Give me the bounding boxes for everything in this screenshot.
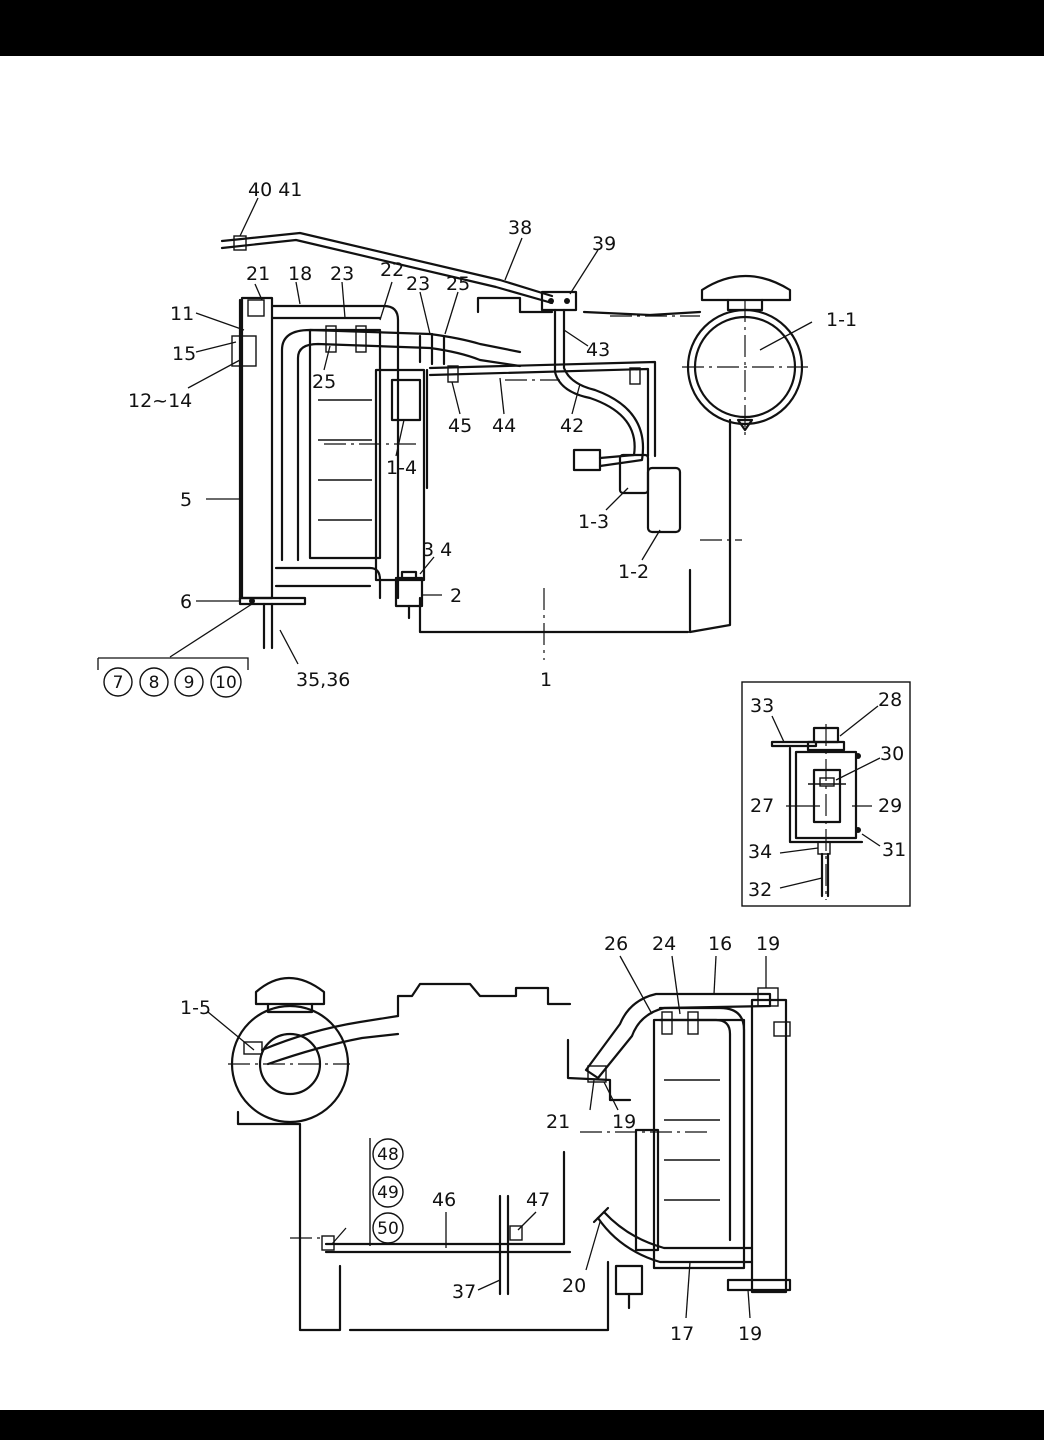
label-1-5: 1-5 (180, 997, 211, 1019)
circled-label-49: 49 (372, 1176, 404, 1208)
lower-view-labels: 26 24 16 19 1-5 21 19 46 47 37 20 17 19 (180, 933, 780, 1345)
label-23-b: 23 (406, 273, 430, 295)
label-38: 38 (508, 217, 532, 239)
detail-frame (741, 681, 911, 907)
svg-text:9: 9 (184, 673, 195, 693)
label-18: 18 (288, 263, 312, 285)
label-25-a: 25 (446, 273, 470, 295)
label-47: 47 (526, 1189, 550, 1211)
upper-view-labels: 40 41 38 39 21 18 23 22 23 25 11 15 12~1… (128, 179, 857, 691)
label-26: 26 (604, 933, 628, 955)
circled-label-48: 48 (372, 1138, 404, 1170)
label-1-3: 1-3 (578, 511, 609, 533)
label-3-4: 3 4 (422, 539, 452, 561)
label-21: 21 (246, 263, 270, 285)
label-46: 46 (432, 1189, 456, 1211)
label-1-2: 1-2 (618, 561, 649, 583)
label-19-c: 19 (738, 1323, 762, 1345)
label-15: 15 (172, 343, 196, 365)
upper-view-leaders (97, 197, 813, 670)
label-21-b: 21 (546, 1111, 570, 1133)
lower-view-leaders (207, 955, 767, 1319)
label-24: 24 (652, 933, 676, 955)
svg-text:10: 10 (215, 673, 237, 693)
label-20: 20 (562, 1275, 586, 1297)
label-2: 2 (450, 585, 462, 607)
circled-label-7: 7 (103, 667, 133, 697)
label-39: 39 (592, 233, 616, 255)
svg-text:7: 7 (113, 673, 124, 693)
label-43: 43 (586, 339, 610, 361)
label-16: 16 (708, 933, 732, 955)
label-33: 33 (750, 695, 774, 717)
bottom-black-bar (0, 1410, 1044, 1440)
detail-view: 33 28 30 27 29 31 34 32 (741, 681, 911, 907)
label-6: 6 (180, 591, 192, 613)
circled-labels-lower: 48 49 50 (372, 1138, 404, 1244)
label-22: 22 (380, 259, 404, 281)
circled-label-8: 8 (139, 667, 169, 697)
label-1: 1 (540, 669, 552, 691)
label-32: 32 (748, 879, 772, 901)
label-27: 27 (750, 795, 774, 817)
label-29: 29 (878, 795, 902, 817)
label-12-14: 12~14 (128, 390, 192, 412)
label-30: 30 (880, 743, 904, 765)
label-28: 28 (878, 689, 902, 711)
label-31: 31 (882, 839, 906, 861)
svg-text:8: 8 (149, 673, 160, 693)
label-19-b: 19 (612, 1111, 636, 1133)
label-23-a: 23 (330, 263, 354, 285)
svg-text:48: 48 (377, 1145, 399, 1165)
upper-view-drawing (220, 231, 808, 660)
circled-label-10: 10 (210, 666, 242, 698)
label-42: 42 (560, 415, 584, 437)
svg-text:50: 50 (377, 1219, 399, 1239)
circled-labels-upper: 7 8 9 10 (103, 666, 242, 698)
top-black-bar (0, 0, 1044, 56)
label-44: 44 (492, 415, 516, 437)
label-35-36: 35,36 (296, 669, 350, 691)
label-34: 34 (748, 841, 772, 863)
label-11: 11 (170, 303, 194, 325)
label-25-b: 25 (312, 371, 336, 393)
lower-view-drawing (228, 976, 792, 1332)
label-1-1: 1-1 (826, 309, 857, 331)
label-37: 37 (452, 1281, 476, 1303)
label-1-4: 1-4 (386, 457, 417, 479)
label-17: 17 (670, 1323, 694, 1345)
circled-label-50: 50 (372, 1212, 404, 1244)
label-19-a: 19 (756, 933, 780, 955)
label-40-41: 40 41 (248, 179, 302, 201)
label-45: 45 (448, 415, 472, 437)
circled-label-9: 9 (174, 667, 204, 697)
label-5: 5 (180, 489, 192, 511)
svg-text:49: 49 (377, 1183, 399, 1203)
